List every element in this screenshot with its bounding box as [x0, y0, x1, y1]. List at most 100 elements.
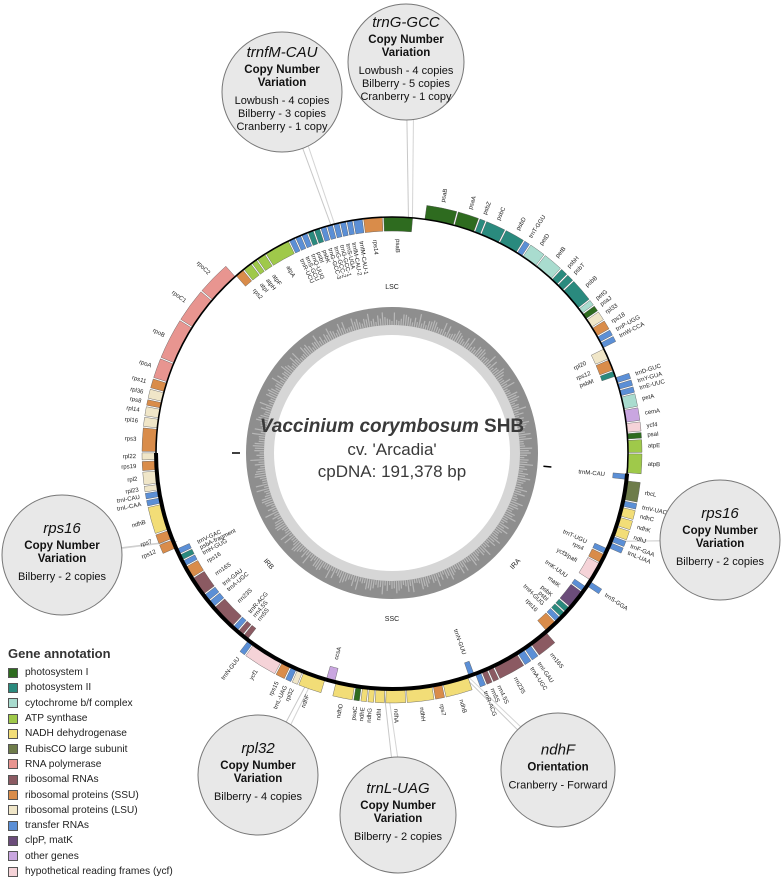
gene-label: rpl2 [127, 477, 138, 484]
gene-label: petB [555, 246, 568, 259]
legend-item: hypothetical reading frames (ycf) [8, 864, 238, 879]
gene-label: trnL-CAA [117, 502, 142, 513]
gene-label: psaB [394, 239, 400, 253]
gene-label: psaI [647, 432, 659, 439]
callout-subtitle: Variation [696, 538, 745, 550]
gene-label: atpE [648, 443, 661, 449]
callout-detail-line: Bilberry - 2 copies [354, 831, 443, 843]
callout-subtitle: Variation [382, 47, 431, 59]
gene-label: petA [642, 394, 655, 402]
gene-label: rpl32 [285, 687, 296, 702]
legend-swatch [8, 805, 18, 816]
genome-size-label: cpDNA: 191,378 bp [318, 462, 466, 481]
callout-gene-name: trnL-UAG [366, 780, 430, 797]
legend-label: RNA polymerase [25, 758, 102, 770]
gene-label: psbB [585, 275, 599, 288]
legend-label: photosystem II [25, 682, 92, 694]
junction-tick [543, 465, 552, 468]
gene-label: ndhE [359, 707, 367, 722]
gene-block [363, 216, 384, 233]
callout-circle [659, 479, 781, 601]
legend-swatch [8, 820, 18, 831]
gene-label: rps7 [438, 704, 446, 717]
gene-label: trnN-GUU [452, 629, 467, 656]
callout-detail-line: Lowbush - 4 copies [359, 65, 454, 77]
gene-label: rrn23S [512, 676, 526, 695]
gene-block [383, 216, 413, 233]
legend-label: ATP synthase [25, 713, 88, 725]
gene-label: trnV-UAC [641, 505, 668, 516]
callout-gene-name: ndhF [541, 742, 576, 759]
legend-label: NADH dehydrogenase [25, 728, 127, 740]
gene-block [143, 417, 159, 429]
callout-detail-line: Bilberry - 4 copies [214, 791, 303, 803]
legend-swatch [8, 851, 18, 862]
legend-swatch [8, 866, 18, 877]
gene-label: rpl20 [573, 361, 588, 372]
callout-circle [197, 714, 319, 836]
callout-detail-line: Bilberry - 5 copies [362, 78, 451, 90]
legend-title: Gene annotation [8, 646, 111, 661]
gene-label: atpB [648, 462, 661, 469]
gene-label: rps3 [125, 436, 138, 443]
gene-label: atpI [258, 282, 269, 294]
callout-subtitle: Variation [258, 77, 307, 89]
gene-label: rrn16S [214, 562, 232, 577]
gene-label: ndhC [639, 514, 655, 524]
callout-subtitle: Variation [374, 813, 423, 825]
gene-label: ndhD [336, 703, 345, 719]
gene-label: psbZ [483, 201, 494, 216]
legend-label: hypothetical reading frames (ycf) [25, 866, 173, 877]
gene-label: trnS-UGA [344, 243, 355, 270]
gene-label: rpl36 [129, 387, 144, 396]
callout-gene-name: rps16 [701, 505, 739, 522]
gene-label: ndhI [376, 708, 383, 720]
gene-label: atpF [270, 274, 282, 288]
callout-subtitle: Orientation [527, 762, 588, 774]
callout-circle [221, 31, 343, 153]
legend-label: clpP, matK [25, 835, 73, 847]
legend-swatch [8, 790, 18, 801]
gene-label: rrn16S [548, 652, 564, 670]
gene-label: trnK-UUU [543, 560, 568, 580]
gene-label: trnM-CAU [578, 469, 605, 478]
legend-swatch [8, 835, 18, 846]
legend-item: other genes [8, 849, 238, 864]
gene-block [141, 427, 158, 452]
callout-detail-line: Cranberry - 1 copy [236, 121, 328, 133]
gene-label: ndhH [418, 707, 426, 722]
gene-label: ndhK [636, 525, 651, 535]
gene-block [353, 218, 365, 235]
genome-backbone [154, 216, 630, 691]
gene-block [346, 220, 355, 236]
region-label-ira: IRA [509, 557, 522, 571]
gene-label: ccsA [334, 646, 343, 660]
legend-swatch [8, 774, 18, 785]
legend-item: ribosomal proteins (SSU) [8, 787, 238, 802]
gene-label: trnI-CAU [116, 495, 140, 505]
gene-label: ndhB [131, 520, 146, 530]
gene-label: cemA [644, 408, 660, 416]
gene-label: psaA [468, 196, 478, 211]
legend-swatch [8, 682, 18, 693]
legend-item: RNA polymerase [8, 757, 238, 772]
legend-item: ribosomal proteins (LSU) [8, 803, 238, 818]
gene-block [626, 453, 643, 475]
gene-label: ndhJ [632, 535, 646, 545]
gene-label: psbC [496, 206, 508, 222]
legend-item: ribosomal RNAs [8, 772, 238, 787]
gene-label: rps12 [141, 549, 158, 561]
legend-label: RubisCO large subunit [25, 743, 128, 755]
species-title: Vaccinium corymbosum SHB [260, 416, 524, 437]
legend-swatch [8, 698, 18, 709]
legend-label: transfer RNAs [25, 820, 89, 832]
gene-label: rrn23S [237, 588, 254, 605]
inverted-repeat-marker [154, 452, 630, 691]
legend-item: RubisCO large subunit [8, 741, 238, 756]
gene-label: rps7 [140, 539, 154, 549]
gene-label: ycf3/pafI [555, 548, 578, 565]
